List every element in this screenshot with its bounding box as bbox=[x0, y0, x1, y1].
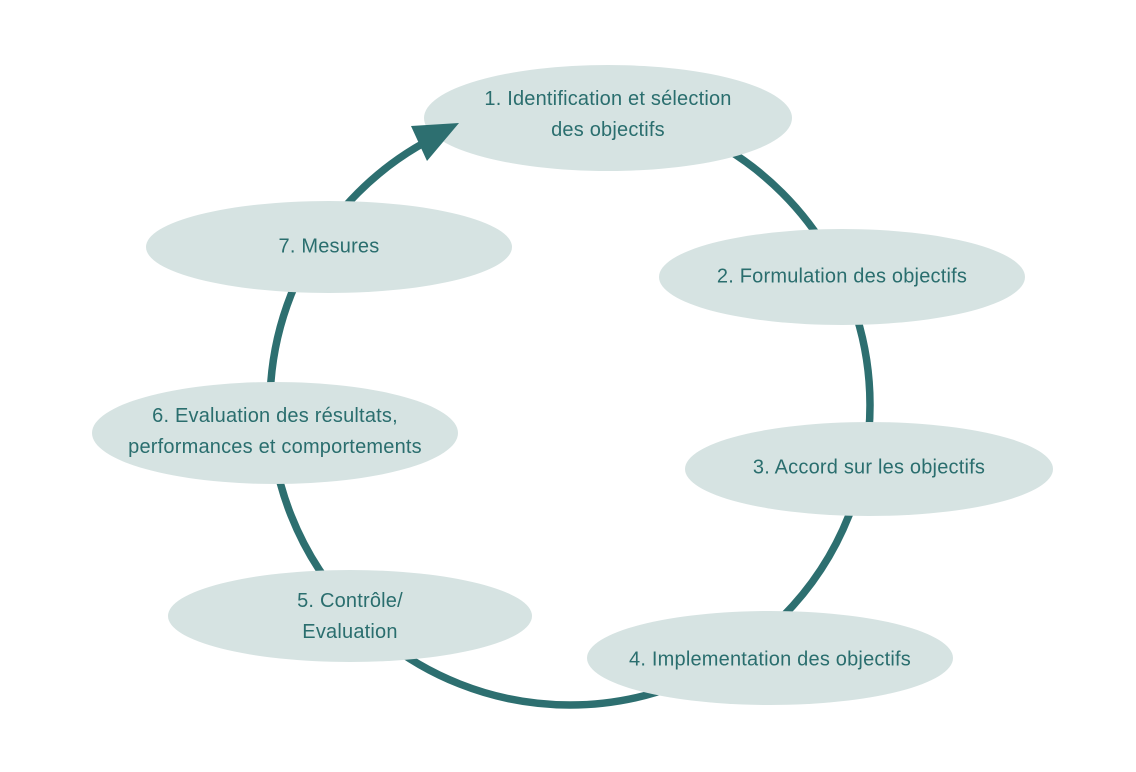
step-1-ellipse bbox=[424, 65, 792, 171]
cycle-arrowhead-icon bbox=[411, 123, 459, 161]
step-3-ellipse bbox=[685, 422, 1053, 516]
step-6-ellipse bbox=[92, 382, 458, 484]
step-7-ellipse bbox=[146, 201, 512, 293]
step-5-ellipse bbox=[168, 570, 532, 662]
step-4-ellipse bbox=[587, 611, 953, 705]
step-2-ellipse bbox=[659, 229, 1025, 325]
